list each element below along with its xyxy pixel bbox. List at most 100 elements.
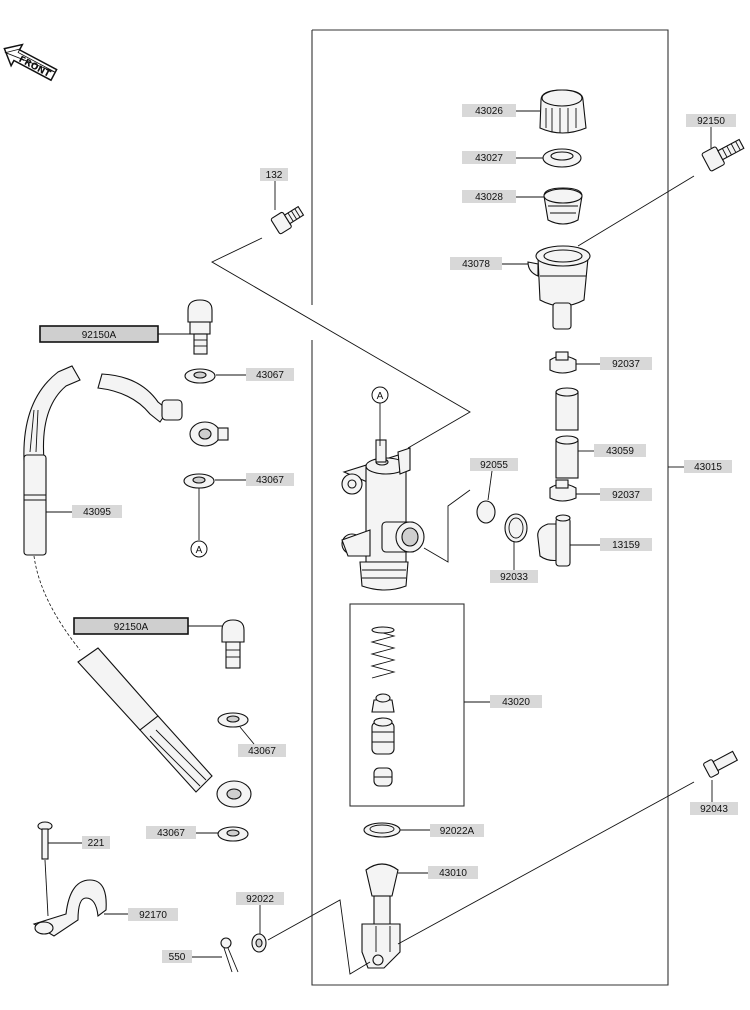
label-92150: 92150 bbox=[686, 114, 736, 148]
hose-clamp-lower bbox=[549, 479, 577, 502]
o-ring-92055 bbox=[476, 500, 496, 524]
washer-43067-b bbox=[183, 473, 215, 489]
label-92150a-top: 92150A bbox=[39, 325, 190, 343]
svg-text:43067: 43067 bbox=[248, 746, 276, 757]
piston bbox=[371, 717, 395, 755]
label-550: 550 bbox=[162, 950, 222, 963]
label-92150a-mid: 92150A bbox=[73, 617, 222, 635]
svg-text:92022: 92022 bbox=[246, 894, 274, 905]
svg-text:92150A: 92150A bbox=[82, 330, 117, 341]
svg-text:92055: 92055 bbox=[480, 460, 508, 471]
svg-text:43010: 43010 bbox=[439, 868, 467, 879]
label-43020: 43020 bbox=[464, 695, 542, 708]
bolt-132 bbox=[270, 205, 305, 235]
marker-a-upper-text: A bbox=[377, 391, 384, 402]
svg-text:43067: 43067 bbox=[256, 370, 284, 381]
reservoir-cap bbox=[539, 89, 587, 134]
label-43026: 43026 bbox=[462, 104, 540, 117]
label-43067-a: 43067 bbox=[216, 368, 294, 381]
hose-clamp-upper bbox=[549, 351, 577, 374]
body-to-oring-leader bbox=[423, 489, 471, 563]
label-92037-a: 92037 bbox=[576, 357, 652, 370]
washer-92022 bbox=[251, 933, 267, 953]
label-43078: 43078 bbox=[450, 257, 528, 270]
reservoir-diaphragm bbox=[543, 187, 583, 225]
label-221: 221 bbox=[48, 836, 110, 849]
marker-a-lower: A bbox=[190, 540, 208, 558]
svg-text:92033: 92033 bbox=[500, 572, 528, 583]
label-92022a: 92022A bbox=[400, 824, 484, 837]
label-43027: 43027 bbox=[462, 151, 543, 164]
marker-a-lower-text: A bbox=[196, 545, 203, 556]
svg-text:43059: 43059 bbox=[606, 446, 634, 457]
label-43067-b: 43067 bbox=[215, 473, 294, 486]
circlip-92033 bbox=[504, 513, 528, 543]
svg-text:92170: 92170 bbox=[139, 910, 167, 921]
washer-92022-leader bbox=[267, 899, 371, 975]
hose-fitting-13159 bbox=[537, 514, 571, 567]
label-92170: 92170 bbox=[104, 908, 178, 921]
label-43059: 43059 bbox=[578, 444, 646, 457]
svg-text:92150A: 92150A bbox=[114, 622, 149, 633]
brake-hose-43095 bbox=[23, 365, 229, 556]
banjo-bolt-lower bbox=[221, 619, 245, 669]
piston-cup bbox=[371, 693, 395, 713]
svg-text:43020: 43020 bbox=[502, 697, 530, 708]
svg-text:550: 550 bbox=[169, 952, 186, 963]
banjo-bolt-upper bbox=[187, 299, 213, 355]
svg-text:132: 132 bbox=[266, 170, 283, 181]
svg-text:43015: 43015 bbox=[694, 462, 722, 473]
reservoir-plate bbox=[542, 148, 582, 168]
circlip-92022a bbox=[363, 822, 401, 838]
bolt-92150 bbox=[701, 138, 745, 172]
assembly-frame bbox=[311, 29, 669, 986]
svg-text:92037: 92037 bbox=[612, 359, 640, 370]
svg-text:43095: 43095 bbox=[83, 507, 111, 518]
label-43067-d: 43067 bbox=[146, 826, 218, 839]
svg-text:92043: 92043 bbox=[700, 804, 728, 815]
label-43095: 43095 bbox=[46, 505, 122, 518]
label-92055: 92055 bbox=[470, 458, 518, 501]
reservoir-hose bbox=[555, 387, 579, 479]
svg-text:43078: 43078 bbox=[462, 259, 490, 270]
hose-holder-92170 bbox=[32, 879, 107, 937]
svg-text:13159: 13159 bbox=[612, 540, 640, 551]
brake-hose-lower bbox=[77, 647, 252, 808]
svg-text:92022A: 92022A bbox=[440, 826, 475, 837]
svg-text:43028: 43028 bbox=[475, 192, 503, 203]
label-132: 132 bbox=[260, 168, 288, 210]
label-92033: 92033 bbox=[490, 542, 538, 583]
label-92043: 92043 bbox=[690, 780, 738, 815]
label-43067-c: 43067 bbox=[238, 726, 286, 757]
svg-text:43067: 43067 bbox=[157, 828, 185, 839]
bolt-92150-leader bbox=[577, 175, 695, 247]
label-43015: 43015 bbox=[668, 460, 732, 473]
svg-text:43067: 43067 bbox=[256, 475, 284, 486]
hose-dashed-connector bbox=[33, 555, 81, 651]
svg-text:43026: 43026 bbox=[475, 106, 503, 117]
bolt-132-leader bbox=[211, 237, 471, 449]
marker-a-upper: A bbox=[371, 386, 389, 446]
push-rod-43010 bbox=[361, 863, 401, 969]
svg-text:92150: 92150 bbox=[697, 116, 725, 127]
piston-seal bbox=[373, 767, 393, 787]
washer-43067-c bbox=[217, 712, 249, 728]
label-92022: 92022 bbox=[236, 892, 284, 934]
washer-43067-a bbox=[184, 368, 216, 384]
master-cylinder-body bbox=[341, 439, 425, 591]
svg-text:92037: 92037 bbox=[612, 490, 640, 501]
piston-spring bbox=[370, 626, 396, 679]
front-arrow-icon: FRONT bbox=[3, 43, 58, 82]
cotter-pin-550 bbox=[220, 937, 239, 973]
label-13159: 13159 bbox=[570, 538, 652, 551]
label-92037-b: 92037 bbox=[576, 488, 652, 501]
washer-43067-d bbox=[217, 826, 249, 842]
pin-92043-leader bbox=[397, 781, 695, 945]
clevis-pin-92043 bbox=[703, 750, 739, 778]
label-43010: 43010 bbox=[398, 866, 478, 879]
piston-kit-box bbox=[349, 603, 465, 807]
screw-221 bbox=[37, 821, 53, 860]
svg-text:43027: 43027 bbox=[475, 153, 503, 164]
reservoir-body bbox=[527, 245, 591, 330]
